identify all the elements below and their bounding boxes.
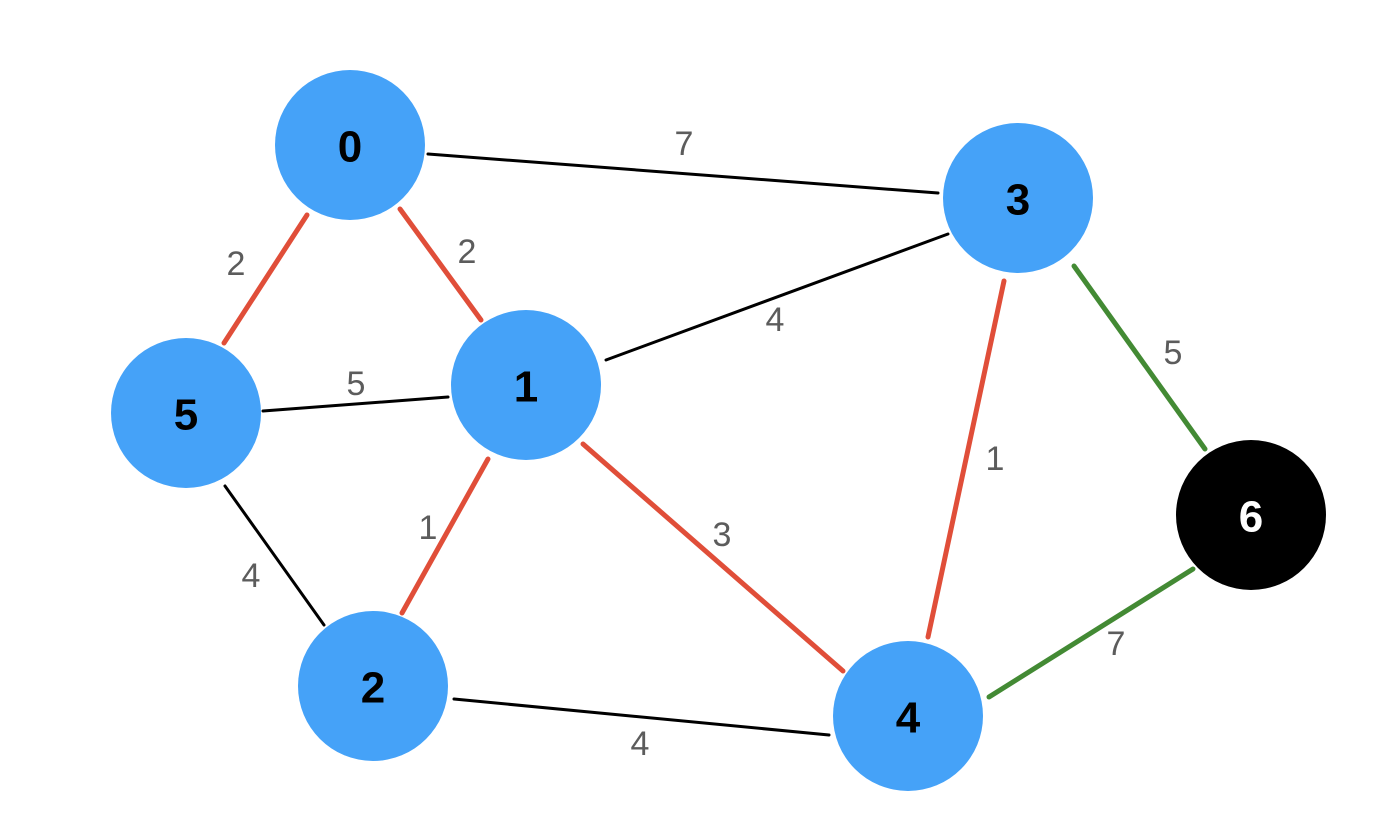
node-label-1: 1 [514, 363, 538, 412]
nodes-layer: 0 1 2 3 4 5 6 [111, 70, 1326, 791]
node-label-5: 5 [174, 391, 198, 440]
edge-weight-5-2: 4 [242, 557, 261, 595]
edge-weight-5-1: 5 [347, 365, 366, 403]
node-label-6: 6 [1239, 493, 1263, 542]
edge-5-2 [223, 484, 326, 627]
edge-weight-0-1: 2 [458, 233, 477, 271]
edge-3-4 [925, 278, 1007, 640]
node-2: 2 [298, 611, 448, 761]
node-circle-4 [833, 641, 983, 791]
node-circle-0 [275, 70, 425, 220]
edge-0-1 [397, 206, 484, 323]
edge-weight-2-4: 4 [631, 725, 650, 763]
edge-weight-1-4: 3 [713, 516, 732, 554]
node-label-0: 0 [338, 123, 362, 172]
edges-layer [221, 152, 1208, 737]
node-0: 0 [275, 70, 425, 220]
edge-weight-0-5: 2 [227, 245, 246, 283]
edge-weight-1-2: 1 [419, 509, 438, 547]
edge-weight-0-3: 7 [675, 125, 694, 163]
edge-0-5 [221, 212, 310, 346]
edge-1-4 [580, 441, 846, 674]
edge-weight-1-3: 4 [766, 301, 785, 339]
node-label-2: 2 [361, 664, 385, 713]
node-circle-2 [298, 611, 448, 761]
edge-2-4 [452, 697, 831, 737]
node-circle-5 [111, 338, 261, 488]
node-1: 1 [451, 310, 601, 460]
node-label-3: 3 [1006, 176, 1030, 225]
edge-1-2 [399, 456, 491, 616]
node-5: 5 [111, 338, 261, 488]
node-label-4: 4 [896, 694, 921, 743]
node-circle-3 [943, 123, 1093, 273]
edge-3-6 [1071, 263, 1208, 452]
edge-weight-3-4: 1 [986, 440, 1005, 478]
edge-0-3 [426, 152, 940, 195]
node-4: 4 [833, 641, 983, 791]
edge-4-6 [986, 566, 1196, 700]
node-6: 6 [1176, 440, 1326, 590]
edge-weight-3-6: 5 [1164, 334, 1183, 372]
node-circle-1 [451, 310, 601, 460]
node-3: 3 [943, 123, 1093, 273]
edge-5-1 [261, 395, 450, 413]
edge-weight-4-6: 7 [1107, 625, 1126, 663]
edge-1-3 [604, 232, 950, 362]
node-circle-6 [1176, 440, 1326, 590]
edge-weights-layer: 7 2 2 4 5 5 1 1 3 4 7 4 [227, 125, 1183, 763]
